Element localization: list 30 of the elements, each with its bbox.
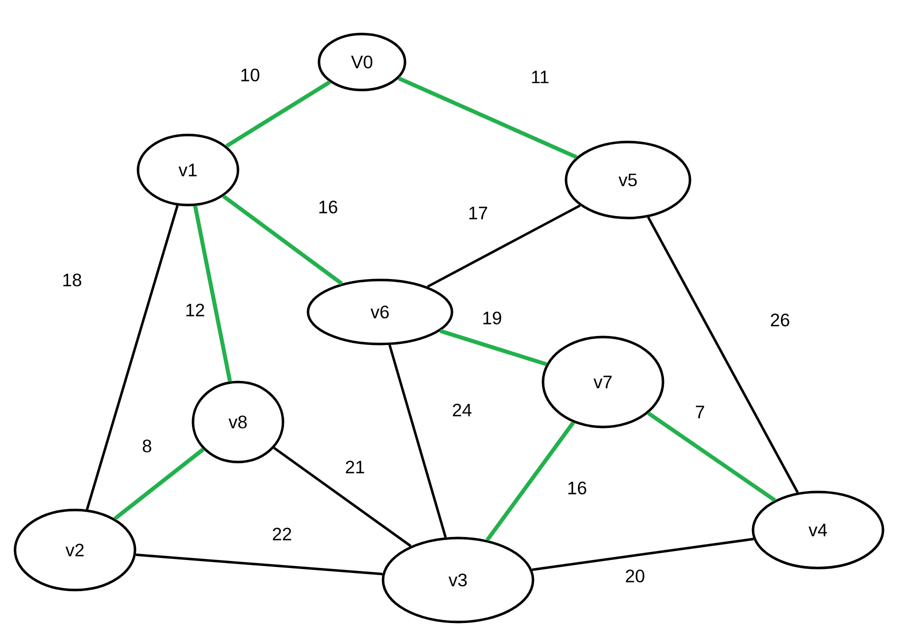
edge-line xyxy=(532,538,754,571)
edge-label: 20 xyxy=(626,570,644,582)
edge-label: 19 xyxy=(483,312,502,324)
edge-label: 16 xyxy=(319,200,338,214)
edge-line xyxy=(388,344,447,538)
edge-label: 26 xyxy=(770,314,790,326)
edge-line xyxy=(426,204,581,288)
edge-label: 24 xyxy=(452,404,472,416)
edge-line xyxy=(114,448,205,520)
edge-line xyxy=(440,329,548,366)
edge-label: 21 xyxy=(346,460,364,474)
edge-line xyxy=(193,206,232,382)
edge-label: 17 xyxy=(469,206,488,220)
edge-label: 16 xyxy=(568,482,586,494)
edge-label: 11 xyxy=(532,70,548,84)
edge-line xyxy=(647,216,799,494)
edge-label: 8 xyxy=(142,440,152,452)
edge-line xyxy=(273,446,412,548)
edge-line xyxy=(486,421,575,542)
edge-label: 7 xyxy=(696,406,704,418)
edge-line xyxy=(86,205,179,510)
edge-line xyxy=(222,194,343,286)
edge-label: 12 xyxy=(186,304,204,316)
edge-line xyxy=(398,76,578,159)
edge-label: 10 xyxy=(241,68,260,82)
edge-label: 18 xyxy=(63,274,82,286)
edge-label: 22 xyxy=(272,528,292,540)
edge-line xyxy=(647,412,776,502)
edge-line xyxy=(225,80,331,148)
edge-line xyxy=(136,554,383,576)
